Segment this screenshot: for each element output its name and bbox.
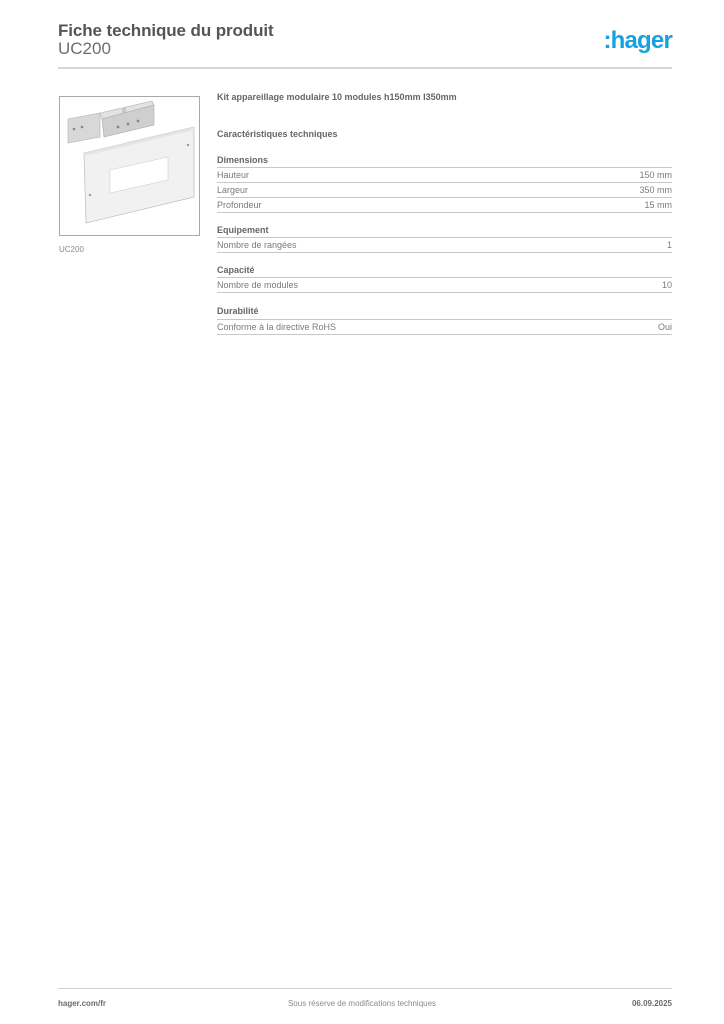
footer-date: 06.09.2025 <box>631 999 672 1008</box>
product-description: Kit appareillage modulaire 10 modules h1… <box>217 92 457 102</box>
header-divider <box>58 67 672 69</box>
section-heading: Capacité <box>217 264 672 278</box>
spec-row: Profondeur 15 mm <box>217 198 672 213</box>
specifications-panel: Kit appareillage modulaire 10 modules h1… <box>217 92 672 335</box>
spec-label: Nombre de rangées <box>217 240 297 250</box>
footer-website-link[interactable]: hager.com/fr <box>58 999 107 1008</box>
page-title: Fiche technique du produit <box>58 21 274 40</box>
section-heading: Dimensions <box>217 154 672 168</box>
characteristics-title: Caractéristiques techniques <box>217 129 338 139</box>
spec-value: 1 <box>666 240 672 250</box>
product-image <box>59 96 200 236</box>
spec-row: Conforme à la directive RoHS Oui <box>217 320 672 335</box>
product-image-caption: UC200 <box>59 245 84 254</box>
footer-divider <box>58 988 672 989</box>
section-heading: Equipement <box>217 224 672 238</box>
modular-kit-illustration-icon <box>67 100 195 224</box>
spec-label: Profondeur <box>217 200 262 210</box>
spec-row: Hauteur 150 mm <box>217 168 672 183</box>
spec-value: 15 mm <box>644 200 672 210</box>
spec-value: 150 mm <box>639 170 672 180</box>
section-equipement: Equipement Nombre de rangées 1 <box>217 224 672 253</box>
spec-value: Oui <box>657 322 672 332</box>
spec-label: Conforme à la directive RoHS <box>217 322 337 332</box>
spec-value: 10 <box>661 280 672 290</box>
footer-disclaimer: Sous réserve de modifications techniques <box>287 999 437 1008</box>
spec-label: Nombre de modules <box>217 280 299 290</box>
product-reference: UC200 <box>58 39 111 58</box>
spec-row: Largeur 350 mm <box>217 183 672 198</box>
section-capacite: Capacité Nombre de modules 10 <box>217 264 672 293</box>
section-durabilite: Durabilité Conforme à la directive RoHS … <box>217 304 672 335</box>
spec-label: Largeur <box>217 185 249 195</box>
spec-value: 350 mm <box>639 185 672 195</box>
spec-row: Nombre de rangées 1 <box>217 238 672 253</box>
hager-logo: :hager <box>603 27 672 54</box>
section-heading: Durabilité <box>217 304 672 320</box>
section-dimensions: Dimensions Hauteur 150 mm Largeur 350 mm… <box>217 154 672 213</box>
spec-row: Nombre de modules 10 <box>217 278 672 293</box>
spec-label: Hauteur <box>217 170 250 180</box>
